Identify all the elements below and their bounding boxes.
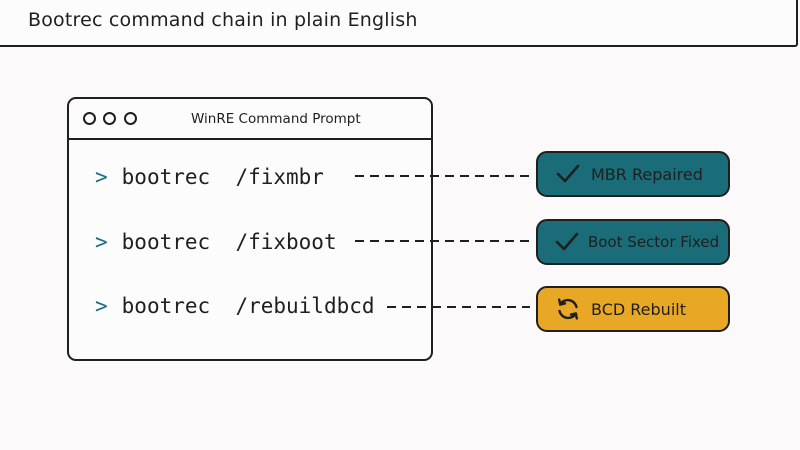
command-text: bootrec /fixboot	[121, 230, 337, 254]
dashed-connector	[355, 240, 530, 242]
header-bar: Bootrec command chain in plain English	[0, 0, 798, 47]
prompt-chevron: >	[95, 230, 108, 254]
command-text: bootrec /rebuildbcd	[121, 294, 375, 318]
window-control-circle-icon[interactable]	[103, 112, 116, 125]
refresh-icon	[557, 298, 578, 320]
command-line: > bootrec /rebuildbcd	[95, 294, 375, 318]
dashed-connector	[387, 306, 530, 308]
checkmark-icon	[555, 232, 579, 251]
command-line: > bootrec /fixboot	[95, 230, 337, 254]
command-text: bootrec /fixmbr	[121, 165, 324, 189]
checkmark-icon	[556, 164, 580, 183]
result-badge-mbr: MBR Repaired	[536, 151, 730, 197]
prompt-chevron: >	[95, 294, 108, 318]
dashed-connector	[355, 175, 530, 177]
window-control-circle-icon[interactable]	[124, 112, 137, 125]
window-title: WinRE Command Prompt	[191, 111, 361, 127]
result-badge-bcd: BCD Rebuilt	[536, 286, 730, 332]
result-label: BCD Rebuilt	[591, 299, 686, 319]
window-control-circle-icon[interactable]	[83, 112, 96, 125]
page-title: Bootrec command chain in plain English	[28, 9, 418, 31]
result-label: Boot Sector Fixed	[588, 233, 720, 251]
prompt-chevron: >	[95, 165, 108, 189]
result-label: MBR Repaired	[591, 164, 703, 184]
command-prompt-window: WinRE Command Prompt > bootrec /fixmbr > b…	[67, 97, 433, 361]
result-badge-boot-sector: Boot Sector Fixed	[536, 219, 730, 265]
window-title-bar: WinRE Command Prompt	[69, 99, 431, 140]
command-line: > bootrec /fixmbr	[95, 165, 324, 189]
